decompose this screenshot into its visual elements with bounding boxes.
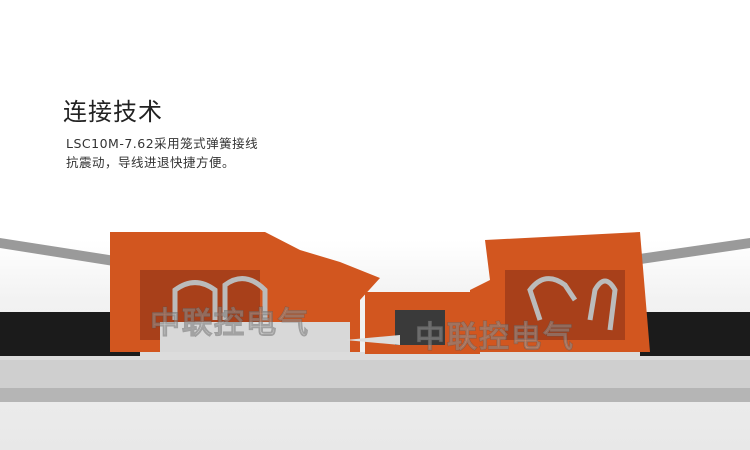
page-title: 连接技术 [63,98,163,126]
wire-right [640,312,750,356]
din-rail [0,358,750,388]
description-line-2: 抗震动，导线进退快捷方便。 [66,155,236,170]
watermark-right: 中联控电气 [415,320,575,356]
watermark-left: 中联控电气 [150,306,310,342]
description-line-1: LSC10M-7.62采用笼式弹簧接线 [66,136,259,151]
